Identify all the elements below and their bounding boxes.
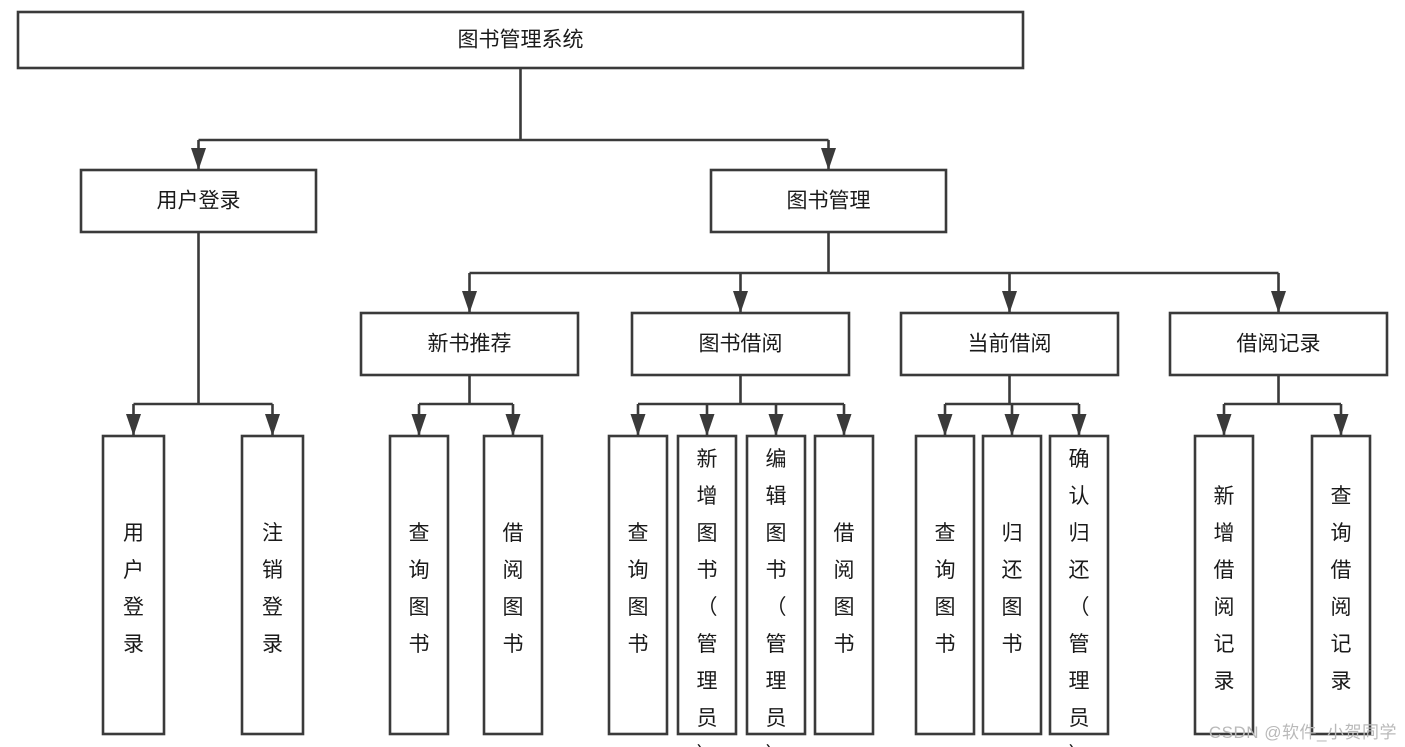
node-label: 用户登录 xyxy=(123,522,144,656)
node-label: 查询图书 xyxy=(409,522,430,656)
arrow-head xyxy=(937,414,953,436)
node-label: 当前借阅 xyxy=(968,333,1052,356)
node-label: 注销登录 xyxy=(262,522,283,656)
arrow-head xyxy=(733,291,748,313)
node-new-book-recommend[interactable]: 新书推荐 xyxy=(359,311,580,377)
node-box xyxy=(16,10,1025,70)
node-box xyxy=(1168,311,1389,377)
node-box xyxy=(79,168,318,234)
arrow-head xyxy=(462,291,477,313)
arrow-head xyxy=(191,148,206,170)
node-label: 查询图书 xyxy=(628,522,649,656)
node-box xyxy=(1193,434,1255,736)
node-label: 图书管理 xyxy=(787,190,871,213)
node-box xyxy=(1310,434,1372,736)
node-box xyxy=(676,434,738,736)
watermark-label: CSDN @软件_小贺同学 xyxy=(1208,723,1397,742)
node-confirm-return-admin[interactable]: 确认归还（管理员） xyxy=(1048,434,1110,747)
arrow-head xyxy=(411,414,427,436)
node-user-login-do[interactable]: 用户登录 xyxy=(101,434,166,736)
node-current-borrow[interactable]: 当前借阅 xyxy=(899,311,1120,377)
arrow-head xyxy=(1004,414,1020,436)
node-label: 用户登录 xyxy=(157,190,241,213)
node-label: 编辑图书（管理员） xyxy=(766,448,787,747)
node-box xyxy=(388,434,450,736)
node-label: 确认归还（管理员） xyxy=(1069,448,1090,747)
node-add-borrow-record[interactable]: 新增借阅记录 xyxy=(1193,434,1255,736)
node-edit-book-admin[interactable]: 编辑图书（管理员） xyxy=(745,434,807,747)
node-label: 查询借阅记录 xyxy=(1331,485,1352,693)
node-query-borrow-record[interactable]: 查询借阅记录 xyxy=(1310,434,1372,736)
node-root[interactable]: 图书管理系统 xyxy=(16,10,1025,70)
arrow-head xyxy=(821,148,836,170)
node-box xyxy=(607,434,669,736)
node-box xyxy=(709,168,948,234)
node-box xyxy=(899,311,1120,377)
node-box xyxy=(359,311,580,377)
arrow-head xyxy=(1002,291,1017,313)
arrow-head xyxy=(265,414,280,436)
arrow-head xyxy=(1071,414,1087,436)
node-label: 借阅记录 xyxy=(1237,333,1321,356)
arrow-head xyxy=(630,414,646,436)
node-add-book-admin[interactable]: 新增图书（管理员） xyxy=(676,434,738,747)
node-query-book-3[interactable]: 查询图书 xyxy=(914,434,976,736)
node-query-book-2[interactable]: 查询图书 xyxy=(607,434,669,736)
node-label: 新增图书（管理员） xyxy=(697,448,718,747)
node-box xyxy=(745,434,807,736)
node-user-logout[interactable]: 注销登录 xyxy=(240,434,305,736)
node-label: 归还图书 xyxy=(1002,522,1023,656)
node-box xyxy=(914,434,976,736)
node-query-book-1[interactable]: 查询图书 xyxy=(388,434,450,736)
arrow-head xyxy=(1216,414,1232,436)
node-label: 图书借阅 xyxy=(699,333,783,356)
arrow-head xyxy=(699,414,715,436)
node-label: 新增借阅记录 xyxy=(1214,485,1235,693)
node-borrow-book-1[interactable]: 借阅图书 xyxy=(482,434,544,736)
node-book-management[interactable]: 图书管理 xyxy=(709,168,948,234)
arrow-head xyxy=(1271,291,1286,313)
node-box xyxy=(1048,434,1110,736)
node-label: 新书推荐 xyxy=(428,333,512,356)
node-box xyxy=(813,434,875,736)
node-return-book[interactable]: 归还图书 xyxy=(981,434,1043,736)
node-box xyxy=(482,434,544,736)
node-label: 借阅图书 xyxy=(834,522,855,656)
node-box xyxy=(630,311,851,377)
node-book-borrow[interactable]: 图书借阅 xyxy=(630,311,851,377)
node-borrow-book-2[interactable]: 借阅图书 xyxy=(813,434,875,736)
node-label: 图书管理系统 xyxy=(458,29,584,52)
node-box xyxy=(981,434,1043,736)
node-label: 借阅图书 xyxy=(503,522,524,656)
node-label: 查询图书 xyxy=(935,522,956,656)
arrow-head xyxy=(505,414,521,436)
node-box xyxy=(240,434,305,736)
arrow-head xyxy=(836,414,852,436)
node-user-login[interactable]: 用户登录 xyxy=(79,168,318,234)
arrow-head xyxy=(768,414,784,436)
node-borrow-records[interactable]: 借阅记录 xyxy=(1168,311,1389,377)
arrow-head xyxy=(1333,414,1349,436)
node-box xyxy=(101,434,166,736)
arrow-head xyxy=(126,414,141,436)
